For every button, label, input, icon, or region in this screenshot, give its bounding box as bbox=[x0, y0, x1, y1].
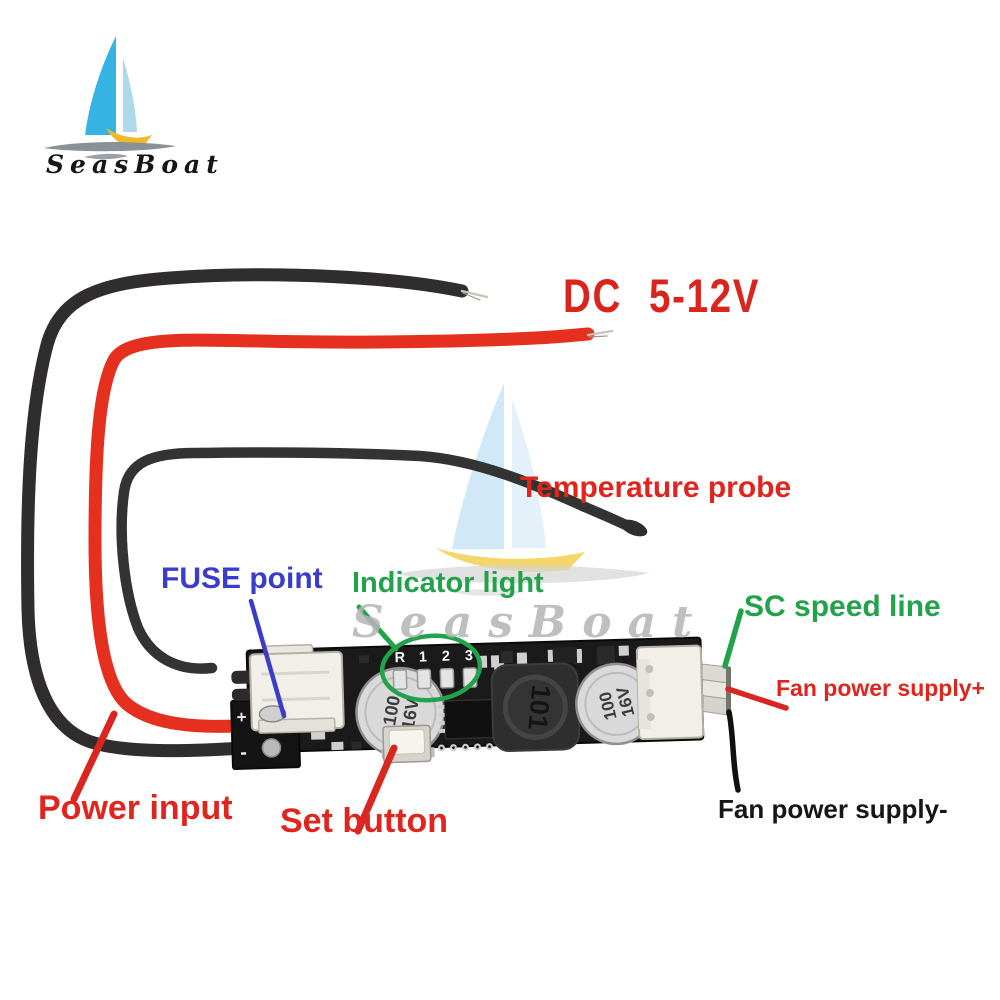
annotation-overlays bbox=[70, 598, 789, 835]
black-wire-stripped-tip bbox=[460, 289, 489, 299]
led-label-1: 1 bbox=[419, 649, 428, 665]
fuse-point-pointer-line bbox=[248, 598, 287, 719]
watermark-water-swoosh-2 bbox=[452, 589, 524, 596]
led-label-3: 3 bbox=[465, 648, 474, 664]
fan-power-minus-pointer-line bbox=[726, 709, 741, 793]
set-button-pointer-line bbox=[354, 744, 398, 835]
power-input-pointer-line bbox=[70, 710, 118, 803]
black-wire-strand bbox=[462, 292, 481, 301]
inductor: 101 bbox=[490, 662, 581, 753]
pcb-module: + - 100 16V R 1 2 3 bbox=[230, 636, 705, 770]
indicator-light-circle bbox=[379, 633, 483, 703]
logo-main-sail bbox=[85, 36, 116, 135]
label-power-input: Power input bbox=[38, 789, 233, 827]
led-1 bbox=[416, 668, 432, 690]
red-power-wire bbox=[88, 327, 595, 733]
indicator-light-pointer-line bbox=[356, 604, 399, 652]
label-sc-speed-line: SC speed line bbox=[744, 590, 941, 623]
watermark-jib-sail bbox=[512, 400, 546, 548]
negative-pad bbox=[261, 738, 282, 758]
inductor-marking: 101 bbox=[522, 684, 556, 732]
pad-negative-label: - bbox=[240, 742, 247, 764]
logo-water-swoosh bbox=[44, 142, 176, 152]
logo-jib-sail bbox=[123, 58, 137, 132]
label-fan-power-minus: Fan power supply- bbox=[718, 794, 948, 824]
sc-speed-line-pointer bbox=[722, 608, 744, 669]
watermark-water-swoosh bbox=[396, 565, 650, 584]
programming-pads bbox=[438, 743, 493, 752]
label-fan-power-plus: Fan power supply+ bbox=[776, 675, 985, 701]
led-label-2: 2 bbox=[442, 649, 451, 665]
logo-water-swoosh-2 bbox=[84, 153, 128, 160]
red-wire-stripped-tip bbox=[586, 329, 614, 337]
red-wire-strand bbox=[588, 335, 608, 338]
smd-chip-small bbox=[552, 647, 578, 664]
logo-brand-text: SeasBoat bbox=[46, 150, 224, 179]
label-indicator-light: Indicator light bbox=[352, 567, 544, 599]
label-temperature-probe: Temperature probe bbox=[520, 471, 792, 504]
led-r bbox=[392, 669, 408, 691]
label-fuse-point: FUSE point bbox=[161, 562, 323, 595]
temperature-probe-wire bbox=[116, 447, 638, 674]
fan-power-plus-pointer-line bbox=[725, 686, 789, 711]
led-2 bbox=[439, 667, 455, 689]
capacitor-2: 100 16V bbox=[575, 662, 658, 746]
sailboat-logo-icon bbox=[44, 36, 176, 160]
temperature-probe-tip bbox=[620, 519, 648, 537]
label-dc-rating: DC 5-12V bbox=[563, 269, 761, 322]
led-label-r: R bbox=[394, 650, 405, 666]
watermark-brand-text: SeasBoat bbox=[352, 597, 709, 648]
fan-output-connector bbox=[635, 644, 705, 741]
pad-positive-label: + bbox=[236, 708, 247, 727]
label-set-button: Set button bbox=[280, 802, 449, 840]
